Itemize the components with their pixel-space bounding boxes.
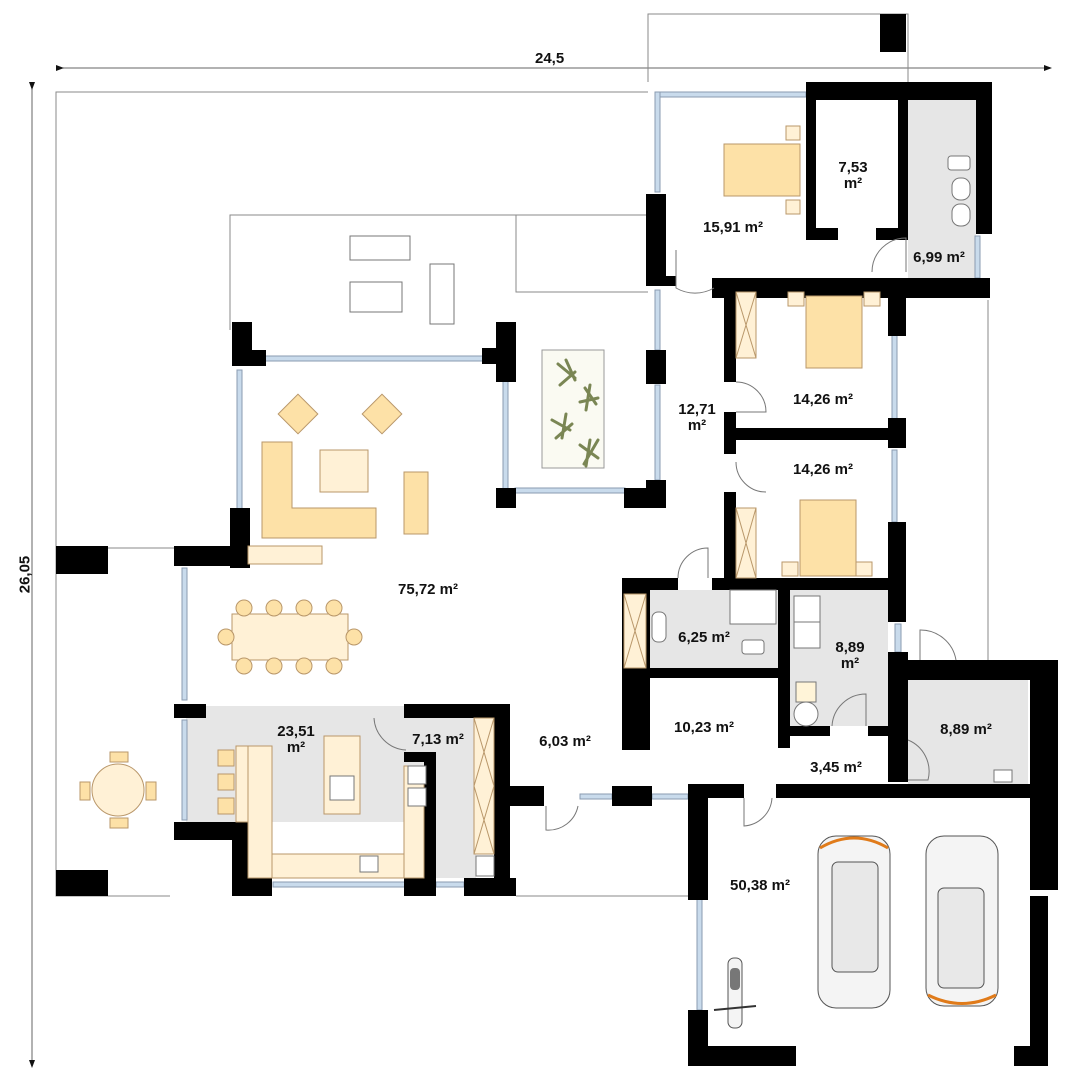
room-kitchen-area: 23,51 m² <box>277 724 315 756</box>
room-bathroom-area: 6,25 m² <box>678 629 730 646</box>
area-value: 12,71 <box>678 401 716 418</box>
height-dimension-label: 26,05 <box>16 555 34 594</box>
room-walk-in-closet-area: 7,53 m² <box>838 160 867 192</box>
doors <box>373 237 957 831</box>
furniture <box>79 125 881 879</box>
room-living-dining-area: 75,72 m² <box>397 581 459 598</box>
room-bedroom-3-area: 14,26 m² <box>792 461 854 478</box>
room-storage-area: 8,89 m² <box>940 721 992 738</box>
room-garage-area: 50,38 m² <box>729 877 791 894</box>
room-wardrobe-area: 10,23 m² <box>673 719 735 736</box>
bathroom-fixtures <box>359 155 1013 877</box>
area-unit: m² <box>687 417 707 434</box>
area-unit: m² <box>843 175 863 192</box>
room-hallway-area: 12,71 m² <box>678 402 716 434</box>
terrace-outlines <box>55 13 989 897</box>
room-vestibule-area: 3,45 m² <box>810 759 862 776</box>
terrace-furniture <box>349 235 455 325</box>
plant-bed <box>541 349 605 469</box>
room-pantry-area: 7,13 m² <box>412 731 464 748</box>
windows <box>181 91 981 1011</box>
area-unit: m² <box>840 655 860 672</box>
motorbike <box>713 957 757 1029</box>
area-unit: m² <box>286 739 306 756</box>
room-master-bedroom-area: 15,91 m² <box>702 219 764 236</box>
area-value: 8,89 <box>835 639 865 656</box>
room-utility-area: 8,89 m² <box>835 640 864 672</box>
room-bedroom-2-area: 14,26 m² <box>792 391 854 408</box>
area-value: 7,53 <box>838 159 868 176</box>
width-dimension-label: 24,5 <box>535 50 565 67</box>
area-value: 23,51 <box>277 723 315 740</box>
cars <box>817 835 999 1009</box>
dimension-lines <box>29 65 1052 1068</box>
walls <box>56 14 1058 1066</box>
room-entrance-hall-area: 6,03 m² <box>539 733 591 750</box>
room-master-bathroom-area: 6,99 m² <box>913 249 965 266</box>
